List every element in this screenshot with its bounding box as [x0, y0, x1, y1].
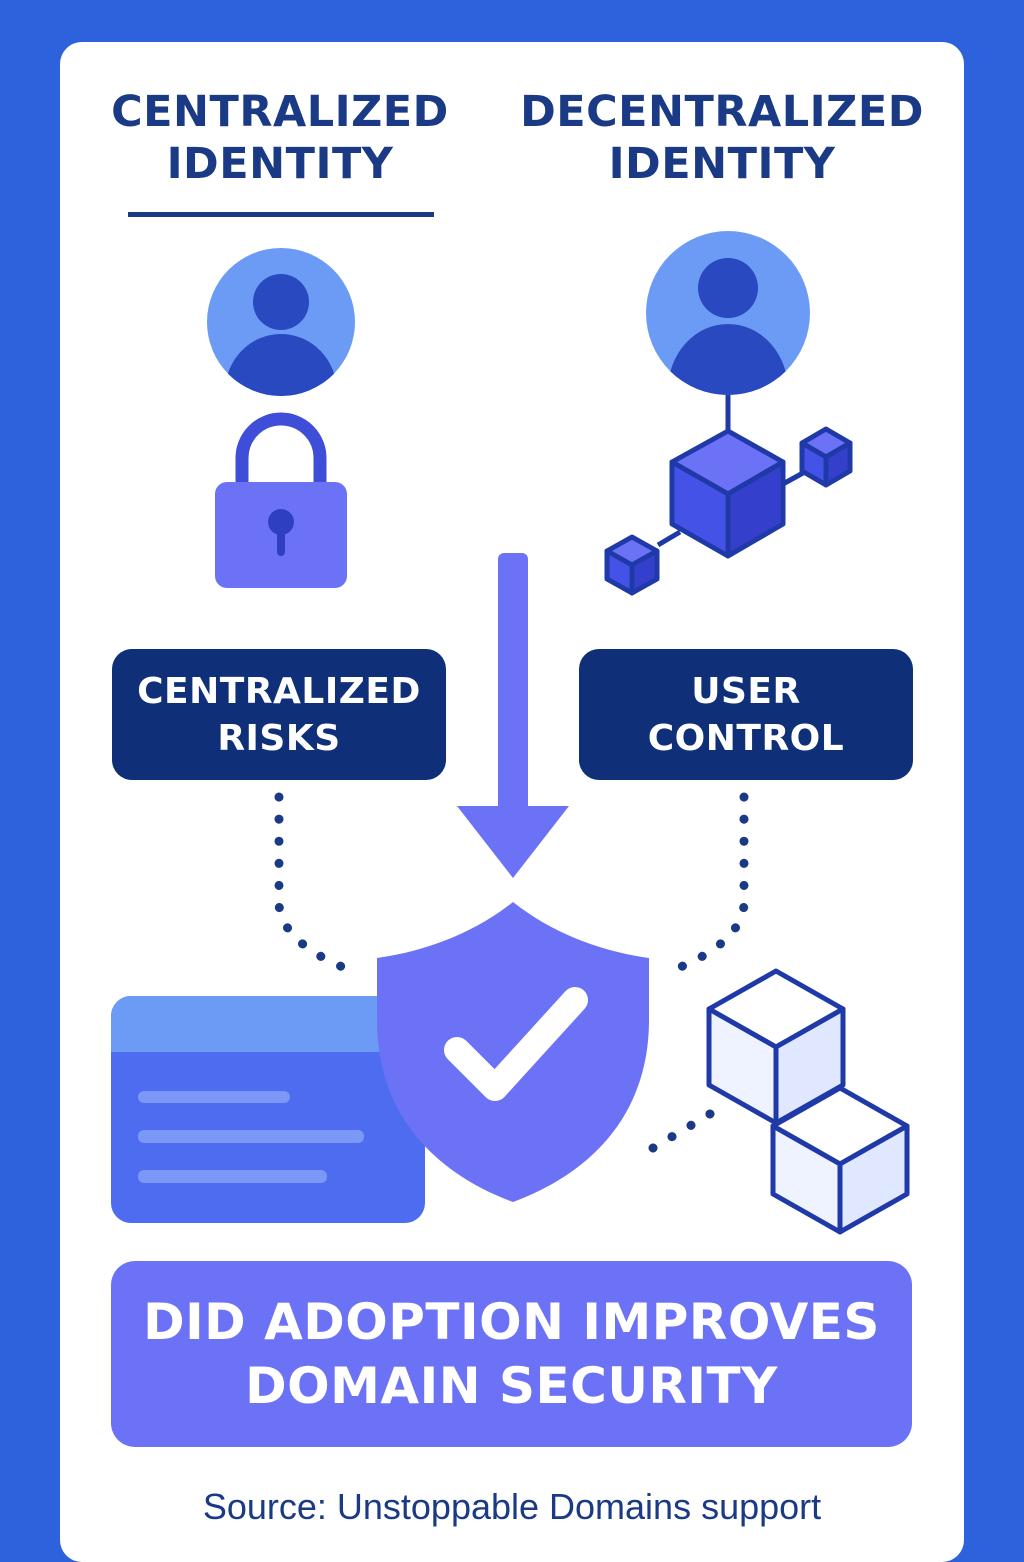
- label-line: CENTRALIZED: [137, 670, 421, 712]
- label-line: USER: [691, 670, 801, 712]
- shield-check-icon: [377, 902, 649, 1202]
- stacked-cubes-icon: [706, 968, 910, 1235]
- source-caption: Source: Unstoppable Domains support: [202, 1486, 822, 1527]
- heading-line: IDENTITY: [166, 139, 394, 189]
- label-centralized-risks: CENTRALIZED RISKS: [112, 649, 446, 780]
- heading-centralized-identity: CENTRALIZED IDENTITY: [70, 86, 490, 190]
- conclusion-banner: DID ADOPTION IMPROVES DOMAIN SECURITY: [111, 1261, 912, 1447]
- heading-line: DECENTRALIZED: [520, 87, 924, 137]
- padlock-icon: [215, 412, 347, 588]
- heading-line: CENTRALIZED: [111, 87, 449, 137]
- heading-line: IDENTITY: [608, 139, 836, 189]
- user-avatar-icon: [207, 248, 355, 396]
- label-user-control: USER CONTROL: [579, 649, 913, 780]
- label-line: CONTROL: [647, 717, 845, 759]
- banner-line: DID ADOPTION IMPROVES: [143, 1293, 880, 1351]
- label-line: RISKS: [217, 717, 341, 759]
- blockchain-cubes-icon: [604, 395, 853, 596]
- dotted-connector: [274, 792, 749, 1153]
- heading-underline: [128, 212, 434, 217]
- heading-decentralized-identity: DECENTRALIZED IDENTITY: [512, 86, 932, 190]
- banner-line: DOMAIN SECURITY: [245, 1357, 778, 1415]
- down-arrow-icon: [457, 553, 569, 878]
- browser-window-icon: [111, 996, 425, 1223]
- user-avatar-icon: [646, 231, 810, 395]
